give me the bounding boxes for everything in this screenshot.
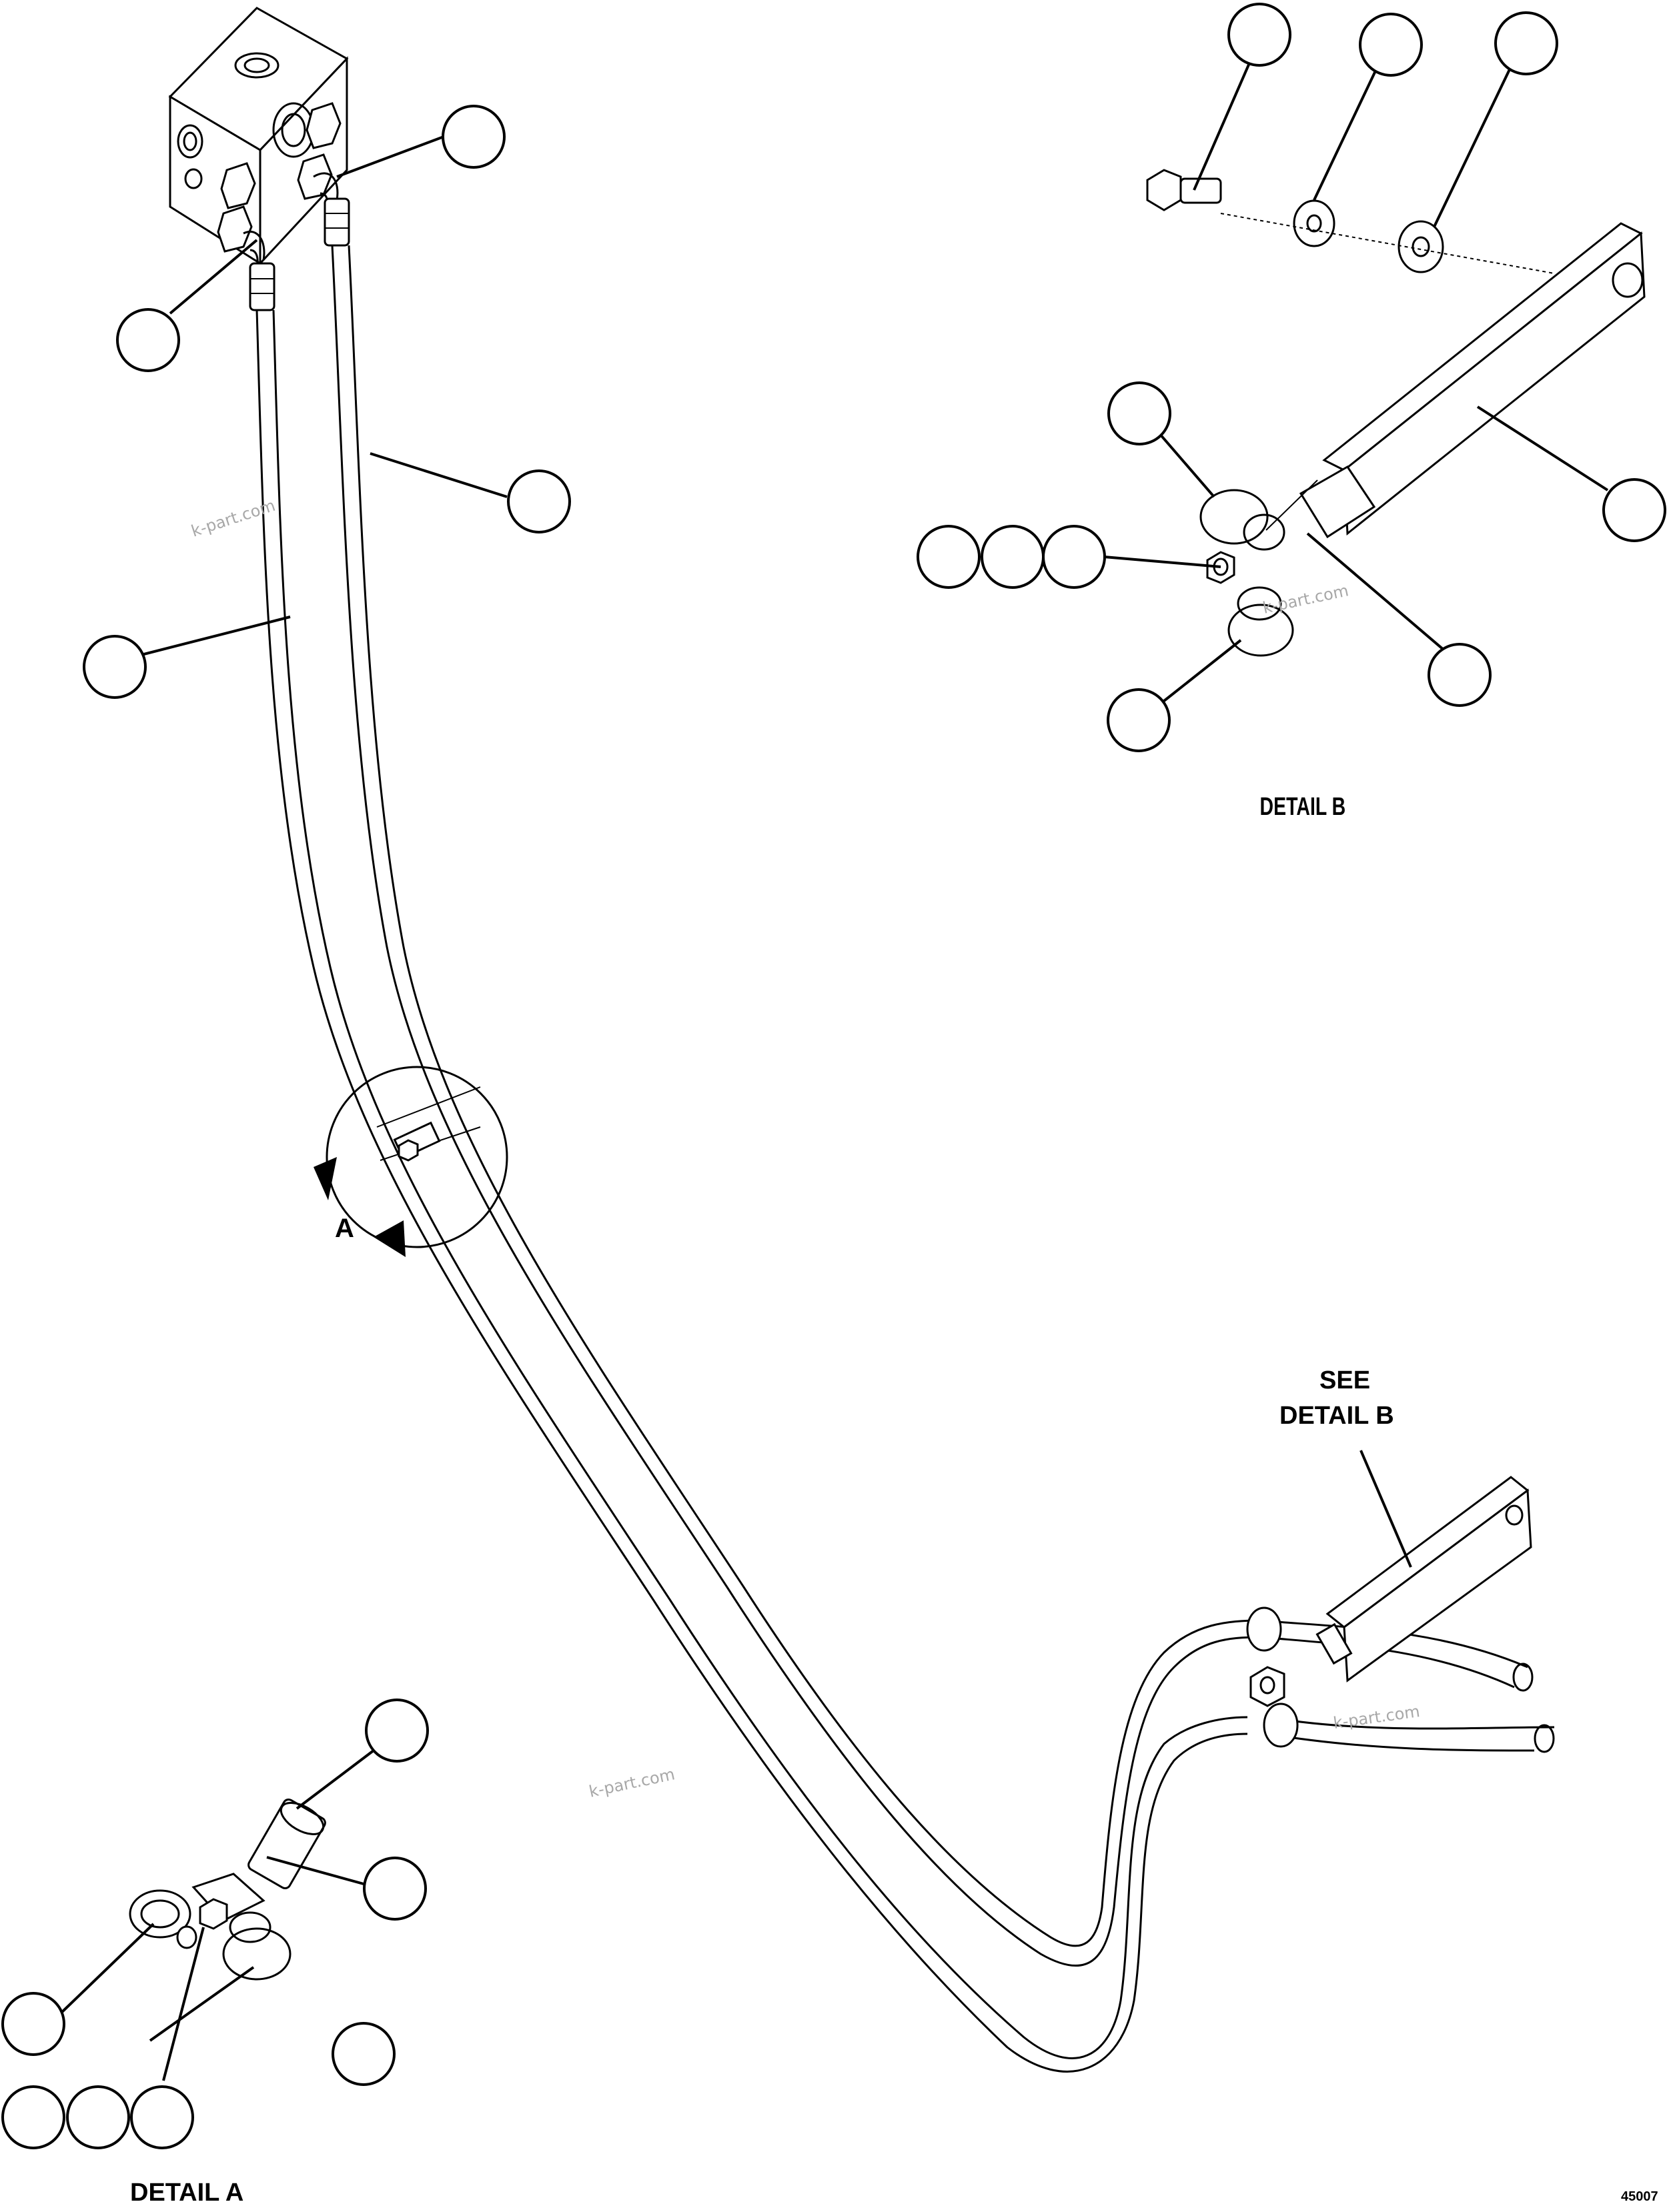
hose-clamp-lower: [1246, 1606, 1299, 1748]
detail-a-assembly: [129, 1798, 326, 1981]
watermark: k-part.com: [1261, 581, 1350, 618]
valve-block: [168, 7, 349, 266]
balloon-6: [1359, 13, 1423, 77]
balloon-18: [332, 2022, 396, 2086]
drawing-code: 45007: [1621, 2189, 1658, 2204]
balloon-19: [1, 2085, 65, 2149]
balloon-3: [507, 469, 571, 533]
balloon-4: [83, 635, 147, 699]
balloon-9: [917, 525, 981, 589]
detail-a-callout: [314, 1066, 508, 1257]
balloon-20: [66, 2085, 130, 2149]
arrowhead-bottom: [374, 1220, 406, 1257]
view-letter: A: [335, 1214, 354, 1243]
balloon-14: [1107, 688, 1171, 752]
balloon-7: [1494, 11, 1558, 75]
detail-a-title: DETAIL A: [130, 2179, 243, 2207]
callout-balloons: [1, 3, 1666, 2149]
watermark: k-part.com: [587, 1765, 676, 1801]
detail-b-title: DETAIL B: [1260, 793, 1346, 821]
support-bracket: [1315, 1476, 1532, 1683]
balloon-21: [130, 2085, 194, 2149]
balloon-17: [1, 1992, 65, 2056]
balloon-1: [442, 105, 506, 169]
balloon-5: [1227, 3, 1291, 67]
arrowhead-left: [314, 1157, 337, 1200]
see-detail-line1: SEE: [1319, 1366, 1370, 1394]
detail-b-assembly: [1146, 169, 1646, 657]
see-detail-line2: DETAIL B: [1279, 1402, 1394, 1430]
balloon-11: [1042, 525, 1106, 589]
balloon-13: [1428, 643, 1492, 707]
balloon-12: [1602, 478, 1666, 542]
leader-lines: [59, 59, 1609, 2081]
balloon-16: [363, 1857, 427, 1921]
balloon-2: [116, 308, 180, 372]
balloon-10: [981, 525, 1045, 589]
balloon-15: [365, 1699, 429, 1763]
balloon-8: [1107, 381, 1171, 445]
